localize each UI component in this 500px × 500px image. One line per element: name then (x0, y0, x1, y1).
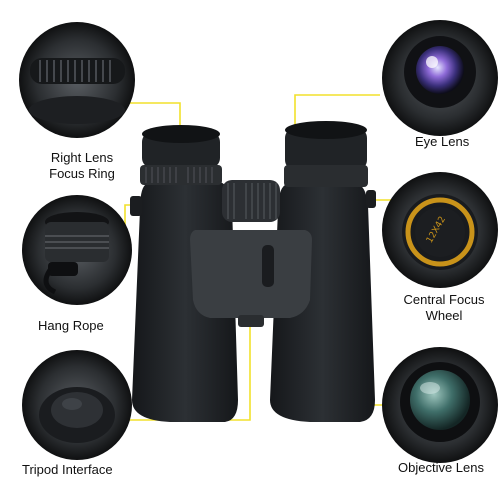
detail-right-focus-ring (19, 22, 135, 138)
detail-objective-lens (382, 347, 498, 463)
label-central-focus-line1: Central Focus (403, 292, 485, 307)
binoculars-product (130, 121, 376, 422)
detail-focus-wheel: 12X42 (382, 172, 498, 288)
label-eye-lens: Eye Lens (415, 134, 470, 149)
label-right-lens-line1: Right Lens (50, 150, 114, 165)
detail-tripod-interface (22, 350, 132, 460)
left-focus-ring-knurl (145, 167, 213, 183)
detail-eye-lens (382, 20, 498, 136)
label-tripod-interface: Tripod Interface (22, 462, 113, 477)
label-objective-lens: Objective Lens (398, 460, 484, 475)
central-focus-wheel-knurl (227, 183, 277, 219)
label-right-lens-line2: Focus Ring (49, 166, 115, 181)
label-central-focus-wheel: Central Focus Wheel (392, 292, 496, 324)
label-right-lens-focus-ring: Right Lens Focus Ring (22, 150, 142, 182)
callout-eye-lens (294, 94, 380, 135)
label-central-focus-line2: Wheel (425, 308, 463, 323)
detail-hang-rope (22, 195, 132, 305)
label-hang-rope: Hang Rope (38, 318, 104, 333)
